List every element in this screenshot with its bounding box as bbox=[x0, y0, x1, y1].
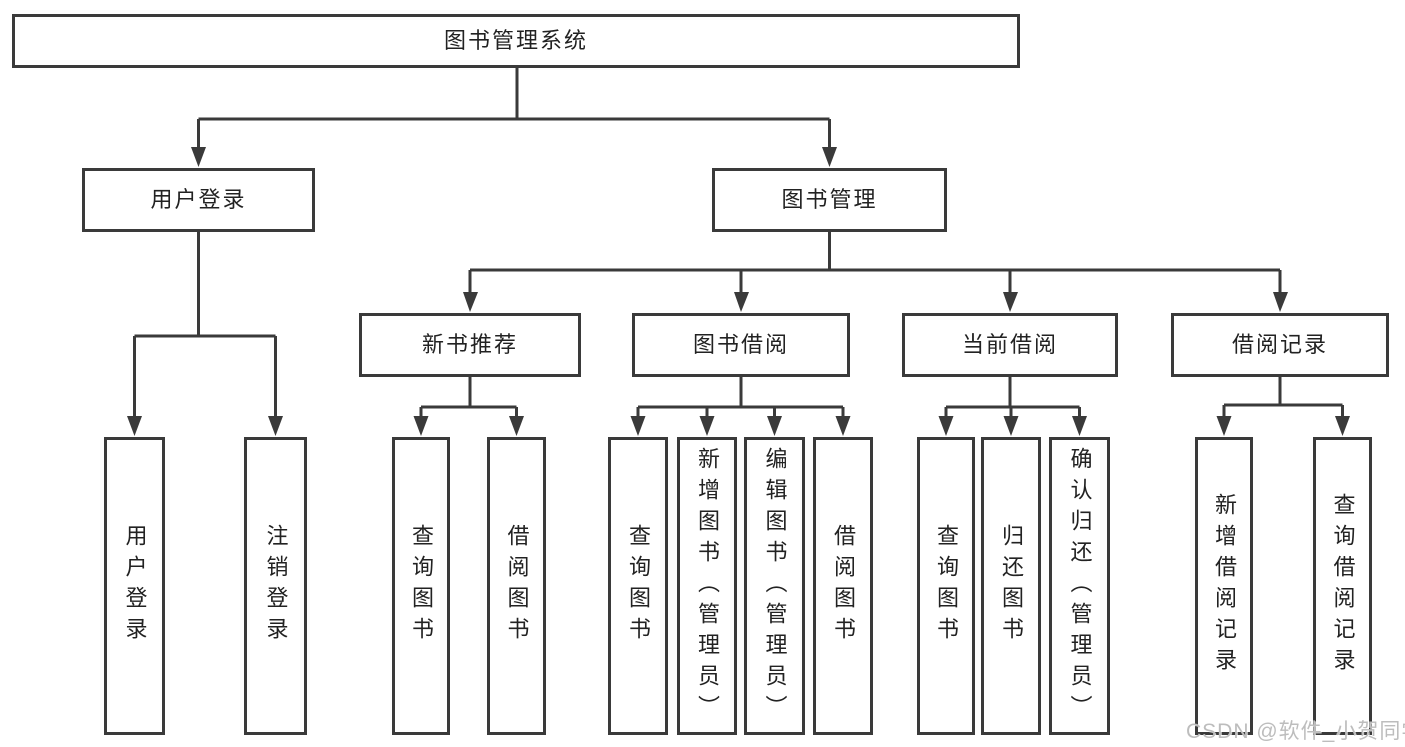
leaf-query-borrow-record: 查询借阅记录 bbox=[1313, 437, 1372, 735]
connector-book-management-to-level3 bbox=[463, 230, 1288, 312]
node-label: 当前借阅 bbox=[961, 332, 1058, 357]
arrowhead-icon bbox=[1216, 416, 1232, 436]
node-label: 用户登录 bbox=[150, 187, 247, 212]
leaf-label: 借阅图书 bbox=[831, 524, 856, 648]
leaf-edit-book-admin: 编辑图书（管理员） bbox=[744, 437, 805, 735]
node-current-borrow: 当前借阅 bbox=[902, 313, 1118, 377]
arrowhead-icon bbox=[1273, 292, 1288, 312]
node-label: 图书管理 bbox=[781, 187, 878, 212]
node-label: 新书推荐 bbox=[421, 332, 518, 357]
arrowhead-icon bbox=[734, 292, 749, 312]
arrowhead-icon bbox=[1003, 416, 1019, 436]
arrowhead-icon bbox=[509, 416, 524, 436]
node-book-borrow: 图书借阅 bbox=[632, 313, 850, 377]
leaf-logout: 注销登录 bbox=[244, 437, 307, 735]
leaf-label: 查询图书 bbox=[934, 524, 959, 648]
arrowhead-icon bbox=[699, 416, 715, 436]
leaf-label: 查询图书 bbox=[409, 524, 434, 648]
connector-new-book-recommend-to-children bbox=[413, 375, 524, 436]
arrowhead-icon bbox=[767, 416, 782, 436]
arrowhead-icon bbox=[1335, 416, 1350, 436]
csdn-watermark: CSDN @软件_小贺同学 bbox=[1186, 720, 1405, 743]
node-user-login: 用户登录 bbox=[82, 168, 315, 232]
leaf-query-books-recommend: 查询图书 bbox=[392, 437, 450, 735]
connector-current-borrow-to-children bbox=[938, 375, 1087, 436]
node-root-system: 图书管理系统 bbox=[12, 14, 1020, 68]
node-book-management: 图书管理 bbox=[712, 168, 947, 232]
leaf-label: 借阅图书 bbox=[504, 524, 530, 648]
connector-root-to-level2 bbox=[191, 66, 837, 167]
node-label: 借阅记录 bbox=[1231, 332, 1328, 357]
node-label: 图书管理系统 bbox=[443, 28, 588, 53]
leaf-label: 查询图书 bbox=[626, 524, 651, 648]
arrowhead-icon bbox=[413, 416, 429, 436]
arrowhead-icon bbox=[127, 416, 142, 436]
arrowhead-icon bbox=[191, 147, 206, 167]
leaf-query-books-borrow: 查询图书 bbox=[608, 437, 668, 735]
leaf-label: 用户登录 bbox=[122, 524, 148, 648]
leaf-borrow-books-recommend: 借阅图书 bbox=[487, 437, 546, 735]
arrowhead-icon bbox=[463, 292, 478, 312]
arrowhead-icon bbox=[268, 416, 283, 436]
connector-book-borrow-to-children bbox=[630, 375, 851, 436]
leaf-label: 新增图书（管理员） bbox=[695, 446, 720, 726]
leaf-return-book: 归还图书 bbox=[981, 437, 1041, 735]
node-borrow-records: 借阅记录 bbox=[1171, 313, 1389, 377]
leaf-confirm-return-admin: 确认归还（管理员） bbox=[1049, 437, 1110, 735]
arrowhead-icon bbox=[822, 147, 837, 167]
node-label: 图书借阅 bbox=[692, 332, 789, 357]
connector-borrow-records-to-children bbox=[1216, 375, 1350, 436]
arrowhead-icon bbox=[1003, 292, 1018, 312]
connector-user-login-to-children bbox=[127, 230, 283, 436]
arrowhead-icon bbox=[1072, 416, 1087, 436]
leaf-label: 归还图书 bbox=[999, 524, 1024, 648]
node-new-book-recommend: 新书推荐 bbox=[359, 313, 581, 377]
leaf-query-books-current: 查询图书 bbox=[917, 437, 975, 735]
arrowhead-icon bbox=[835, 416, 851, 436]
leaf-label: 确认归还（管理员） bbox=[1067, 446, 1093, 726]
leaf-label: 查询借阅记录 bbox=[1330, 493, 1356, 679]
leaf-label: 注销登录 bbox=[263, 524, 289, 648]
leaf-label: 新增借阅记录 bbox=[1212, 493, 1237, 679]
arrowhead-icon bbox=[938, 416, 954, 436]
leaf-add-book-admin: 新增图书（管理员） bbox=[677, 437, 737, 735]
leaf-borrow-books: 借阅图书 bbox=[813, 437, 873, 735]
leaf-add-borrow-record: 新增借阅记录 bbox=[1195, 437, 1253, 735]
arrowhead-icon bbox=[630, 416, 646, 436]
leaf-label: 编辑图书（管理员） bbox=[762, 446, 788, 726]
leaf-user-login: 用户登录 bbox=[104, 437, 165, 735]
